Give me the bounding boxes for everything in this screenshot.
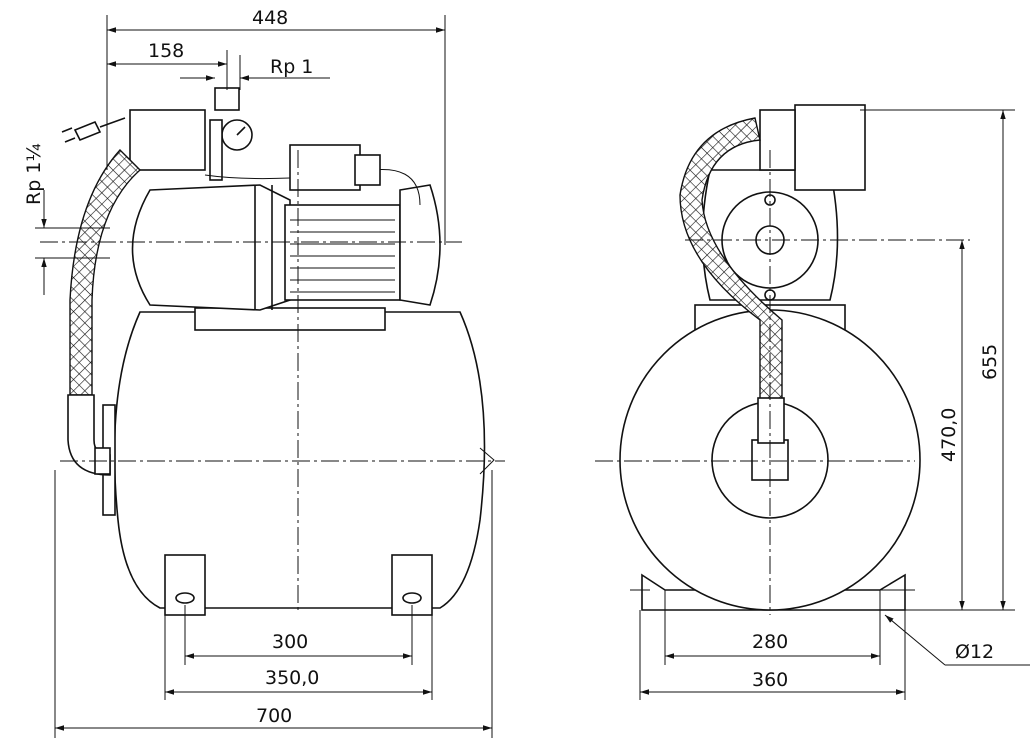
motor [284,204,401,301]
terminal-box [289,144,361,191]
front-view: 470,0 655 280 360 Ø12 [595,104,1030,700]
dim-470: 470,0 [938,408,960,462]
dim-700: 700 [256,705,292,727]
pump-casing [131,184,291,311]
dim-280: 280 [752,631,788,653]
inlet-thread-label: Rp 1¼ [23,143,45,205]
dim-350: 350,0 [265,667,319,689]
dim-655: 655 [979,344,1001,380]
dim-158: 158 [148,40,184,62]
dim-360: 360 [752,669,788,691]
dim-300: 300 [272,631,308,653]
side-view: 448 158 Rp 1 Rp 1¼ 300 350,0 700 [23,7,505,738]
power-plug [61,117,126,143]
pressure-switch [129,109,206,171]
dim-448: 448 [252,7,288,29]
hole-diameter-label: Ø12 [955,641,994,663]
outlet-thread-label: Rp 1 [270,56,313,78]
pressure-switch-front [794,104,866,191]
